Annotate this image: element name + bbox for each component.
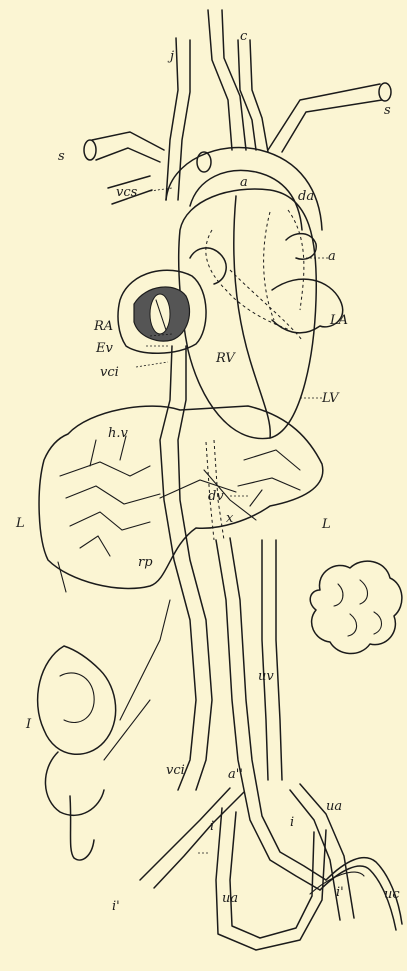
label-j: j bbox=[167, 49, 174, 64]
label-l-right: L bbox=[321, 517, 331, 532]
label-ra: RA bbox=[93, 319, 113, 334]
label-rv: RV bbox=[215, 351, 236, 366]
inferior-vena-cava bbox=[160, 346, 212, 790]
label-uc: uc bbox=[384, 887, 400, 902]
label-a-top: a bbox=[240, 175, 248, 190]
label-i-right: i bbox=[290, 815, 294, 830]
right-atrium bbox=[118, 270, 206, 353]
label-uv: uv bbox=[258, 669, 274, 684]
label-lv: LV bbox=[321, 391, 340, 406]
liver bbox=[39, 406, 323, 592]
heart bbox=[179, 189, 343, 438]
label-a-double-prime: a'' bbox=[228, 767, 243, 782]
label-i-prime-left: i' bbox=[112, 899, 120, 914]
label-a-right: a bbox=[328, 249, 336, 264]
label-ev: Ev bbox=[95, 341, 113, 356]
label-s-right: s bbox=[384, 103, 391, 118]
spleen bbox=[310, 561, 402, 653]
label-i-left: i bbox=[210, 819, 214, 834]
label-vci-lower: vci bbox=[166, 763, 185, 778]
label-i-prime-right: i' bbox=[336, 885, 344, 900]
umbilical-vein bbox=[206, 440, 402, 930]
label-ua-right: ua bbox=[326, 799, 342, 814]
label-da: da bbox=[298, 189, 314, 204]
label-vcs: vcs bbox=[116, 185, 138, 200]
label-i-cap: I bbox=[25, 717, 32, 732]
label-vci-upper: vci bbox=[100, 365, 119, 380]
intestines bbox=[38, 600, 170, 860]
label-l-left: L bbox=[15, 516, 25, 531]
label-x: x bbox=[226, 511, 234, 526]
label-ua-bottom: ua bbox=[222, 891, 238, 906]
label-rp: rp bbox=[138, 555, 153, 570]
label-c: c bbox=[240, 29, 248, 44]
label-hv: h.v bbox=[108, 426, 129, 441]
label-s-left: s bbox=[58, 149, 65, 164]
label-dv: dv bbox=[208, 489, 224, 504]
label-la: LA bbox=[329, 313, 348, 328]
